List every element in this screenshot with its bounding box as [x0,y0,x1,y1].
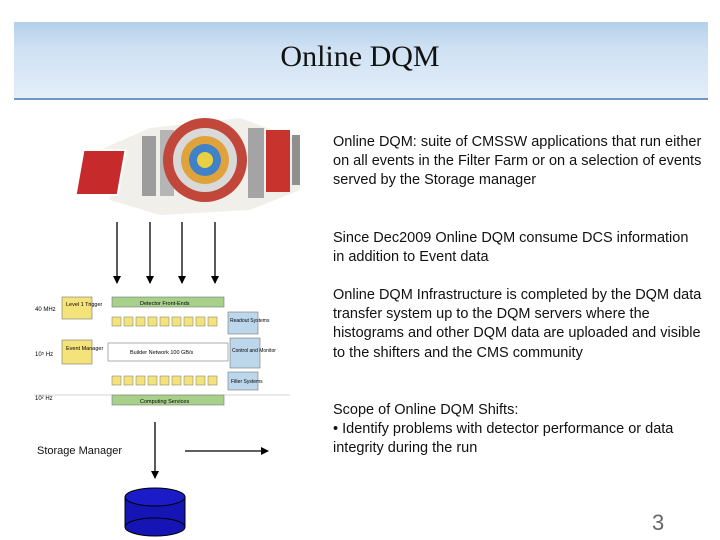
detector-front-ends-label: Detector Front-Ends [140,301,190,307]
filter-cells [111,375,218,386]
slide-title: Online DQM [280,40,440,73]
database-icon [124,487,186,537]
cms-detector-image [74,118,300,215]
computing-services-label: Computing Services [140,399,189,405]
readout-systems-label: Readout Systems [230,318,270,324]
builder-network-box [107,342,229,362]
paragraph-shift-scope: Scope of Online DQM Shifts: • Identify p… [333,402,674,457]
event-manager-box [61,339,93,365]
detector-data-arrows [113,222,219,284]
paragraph-dqm-suite: Online DQM: suite of CMSSW applications … [333,134,702,189]
page-number: 3 [652,510,665,535]
control-monitor-box [229,337,261,369]
event-manager-label: Event Manager [66,346,103,352]
rate-label-1e5hz: 10⁵ Hz [35,351,53,358]
rate-label-1e2hz: 10² Hz [35,396,53,402]
paragraph-dcs-info: Since Dec2009 Online DQM consume DCS inf… [333,230,689,266]
builder-network-label: Builder Network 100 GB/s [130,350,194,356]
filter-systems-label: Filter Systems [231,379,263,385]
computing-services-bar [111,394,225,406]
storage-manager-label: Storage Manager [37,445,122,457]
paragraph-infrastructure: Online DQM Infrastructure is completed b… [333,287,702,361]
rate-label-40mhz: 40 MHz [35,307,56,313]
detector-front-ends-bar [111,296,225,308]
title-bar [14,22,708,100]
filter-systems-box [227,371,259,391]
daq-diagram: 40 MHz 10⁵ Hz 10² Hz Level 1 Trigger Det… [34,296,290,406]
readout-cells [111,316,218,327]
readout-systems-box [227,311,259,335]
level1-trigger-box [61,296,93,320]
control-monitor-label: Control and Monitor [232,348,276,354]
level1-trigger-label: Level 1 Trigger [66,302,103,308]
